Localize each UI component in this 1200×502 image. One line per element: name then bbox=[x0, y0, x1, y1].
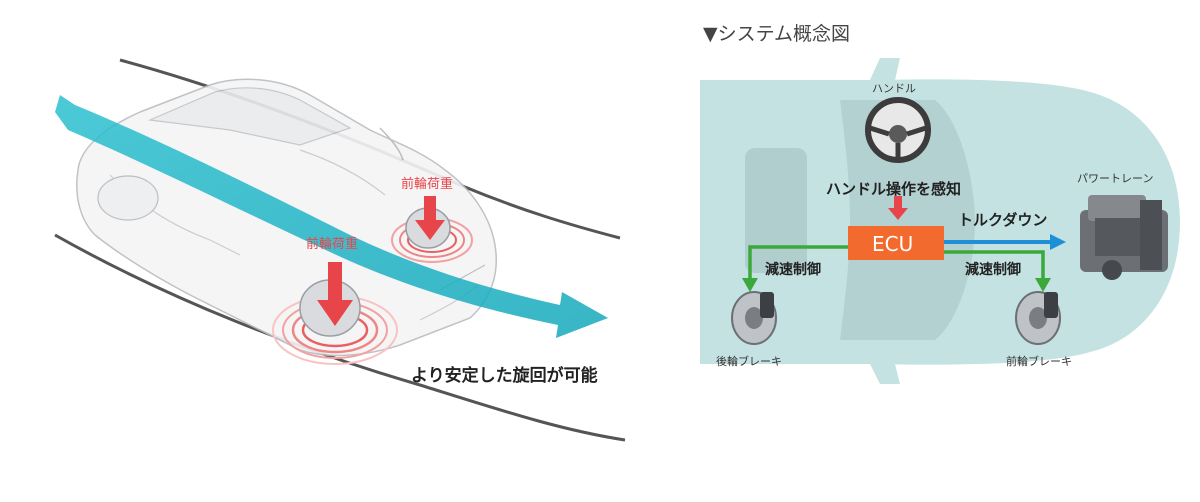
brake-control-label-left: 減速制御 bbox=[765, 261, 821, 278]
powertrain-label: パワートレーン bbox=[1077, 172, 1153, 185]
load-arrow-bottom bbox=[317, 262, 353, 326]
diagram-title: ▼システム概念図 bbox=[703, 22, 850, 45]
wheel-load-top bbox=[391, 196, 473, 263]
front-brake-icon bbox=[1015, 291, 1061, 345]
brake-control-line-right bbox=[944, 250, 1045, 280]
steering-to-ecu-arrow bbox=[888, 196, 908, 220]
front-wheel-load-label-bottom: 前輪荷重 bbox=[306, 236, 358, 252]
left-panel: 前輪荷重 前輪荷重 より安定した旋回が可能 bbox=[54, 58, 626, 442]
brake-control-label-right: 減速制御 bbox=[965, 261, 1021, 278]
rear-brake-label: 後輪ブレーキ bbox=[716, 354, 782, 368]
brake-control-line-left bbox=[748, 245, 848, 280]
steering-input-label: ハンドル操作を感知 bbox=[826, 180, 961, 198]
front-wheel-load-label-top: 前輪荷重 bbox=[401, 176, 453, 192]
wheel-load-bottom bbox=[272, 262, 398, 365]
ecu-box bbox=[848, 226, 944, 260]
turning-path-arrow bbox=[55, 95, 608, 338]
right-panel: ▼システム概念図 ハンドル ハンドル操作を感知 ECU トルクダウン bbox=[700, 22, 1180, 384]
torque-down-arrow bbox=[944, 234, 1066, 250]
torque-down-label: トルクダウン bbox=[958, 211, 1047, 229]
steering-label: ハンドル bbox=[872, 82, 916, 95]
load-arrow-top bbox=[415, 196, 445, 240]
ecu-label: ECU bbox=[872, 232, 913, 256]
powertrain-icon bbox=[1080, 195, 1168, 280]
front-brake-label: 前輪ブレーキ bbox=[1006, 354, 1072, 368]
steering-wheel-icon bbox=[865, 97, 931, 163]
stable-cornering-caption: より安定した旋回が可能 bbox=[411, 365, 598, 386]
road-line-bottom bbox=[54, 233, 626, 442]
car-top-view bbox=[700, 58, 1180, 384]
rear-brake-icon bbox=[731, 291, 777, 345]
